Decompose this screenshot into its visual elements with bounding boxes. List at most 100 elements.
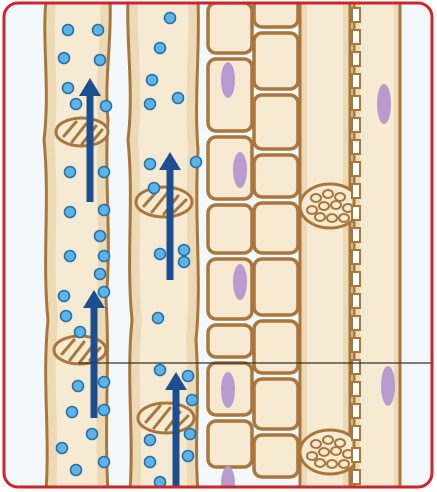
water-molecule-dot (87, 429, 98, 440)
water-molecule-dot (155, 365, 166, 376)
water-molecule-dot (183, 451, 194, 462)
perforation-plate-4 (138, 403, 194, 433)
water-molecule-dot (59, 53, 70, 64)
sieve-pore (315, 459, 325, 467)
water-molecule-dot (65, 167, 76, 178)
plastid (233, 152, 247, 188)
water-molecule-dot (187, 395, 198, 406)
pit-dash (352, 272, 360, 286)
water-molecule-dot (179, 257, 190, 268)
plastid (221, 62, 235, 98)
water-molecule-dot (95, 231, 106, 242)
plastid (233, 264, 247, 300)
sieve-pore (307, 206, 317, 214)
pit-dash (352, 316, 360, 330)
sieve-pore (331, 447, 341, 455)
sieve-pore (339, 214, 349, 222)
parenchyma-cell (254, 33, 298, 89)
sieve-tube-lumen (307, 0, 343, 492)
water-molecule-dot (145, 457, 156, 468)
parenchyma-cell (254, 155, 298, 197)
sieve-pore (335, 439, 345, 447)
sieve-pore (311, 440, 321, 448)
pit-dash (352, 470, 360, 484)
parenchyma-cell (208, 325, 252, 357)
sieve-pore (331, 201, 341, 209)
water-molecule-dot (67, 407, 78, 418)
pit-dash (352, 404, 360, 418)
parenchyma-cell (208, 205, 252, 253)
parenchyma-cell (208, 421, 252, 467)
parenchyma-cell (254, 95, 298, 149)
water-molecule-dot (61, 311, 72, 322)
water-molecule-dot (73, 381, 84, 392)
sieve-pore (327, 460, 337, 468)
water-molecule-dot (149, 183, 160, 194)
companion-column-lumen (360, 0, 394, 492)
water-molecule-dot (185, 429, 196, 440)
water-molecule-dot (183, 371, 194, 382)
pit-dash (352, 360, 360, 374)
sieve-pore (327, 214, 337, 222)
sieve-pore (307, 452, 317, 460)
sieve-pore (319, 448, 329, 456)
parenchyma-cell (254, 435, 298, 477)
water-molecule-dot (101, 101, 112, 112)
water-molecule-dot (165, 13, 176, 24)
water-molecule-dot (71, 99, 82, 110)
pit-dash (352, 140, 360, 154)
perforation-plate-3 (136, 187, 192, 217)
water-molecule-dot (95, 55, 106, 66)
pit-dash (352, 448, 360, 462)
water-molecule-dot (99, 205, 110, 216)
parenchyma-cell (254, 203, 298, 253)
pit-dash (352, 250, 360, 264)
water-molecule-dot (155, 43, 166, 54)
water-molecule-dot (145, 435, 156, 446)
plastid (221, 372, 235, 408)
sieve-pore (323, 436, 333, 444)
sieve-pore (319, 202, 329, 210)
xylem-vessel-left (44, 0, 110, 492)
perforation-plate-1 (56, 118, 108, 146)
water-molecule-dot (75, 327, 86, 338)
water-molecule-dot (93, 25, 104, 36)
water-molecule-dot (99, 167, 110, 178)
water-molecule-dot (155, 249, 166, 260)
water-molecule-dot (63, 25, 74, 36)
water-molecule-dot (99, 405, 110, 416)
pit-dash (352, 30, 360, 44)
sieve-pore (335, 193, 345, 201)
pit-dash (352, 184, 360, 198)
water-molecule-dot (57, 443, 68, 454)
water-molecule-dot (173, 93, 184, 104)
water-molecule-dot (145, 159, 156, 170)
sieve-pore (339, 460, 349, 468)
pit-dash (352, 382, 360, 396)
water-molecule-dot (59, 291, 70, 302)
sieve-pore (323, 190, 333, 198)
parenchyma-cell (254, 321, 298, 373)
water-molecule-dot (71, 465, 82, 476)
pit-dash (352, 338, 360, 352)
pit-dash (352, 118, 360, 132)
water-molecule-dot (99, 251, 110, 262)
sieve-pore (315, 213, 325, 221)
parenchyma-cell (254, 259, 298, 315)
water-molecule-dot (145, 99, 156, 110)
pit-dash (352, 96, 360, 110)
parenchyma-cell (254, 379, 298, 429)
water-molecule-dot (65, 207, 76, 218)
pit-dash (352, 74, 360, 88)
sieve-pore (311, 194, 321, 202)
water-molecule-dot (99, 457, 110, 468)
water-molecule-dot (99, 287, 110, 298)
pit-dash (352, 228, 360, 242)
pit-dash (352, 294, 360, 308)
pit-dash (352, 162, 360, 176)
nucleus-companion-1 (377, 84, 391, 124)
companion-cell-column (352, 0, 400, 492)
perforation-plate-2 (54, 336, 106, 364)
